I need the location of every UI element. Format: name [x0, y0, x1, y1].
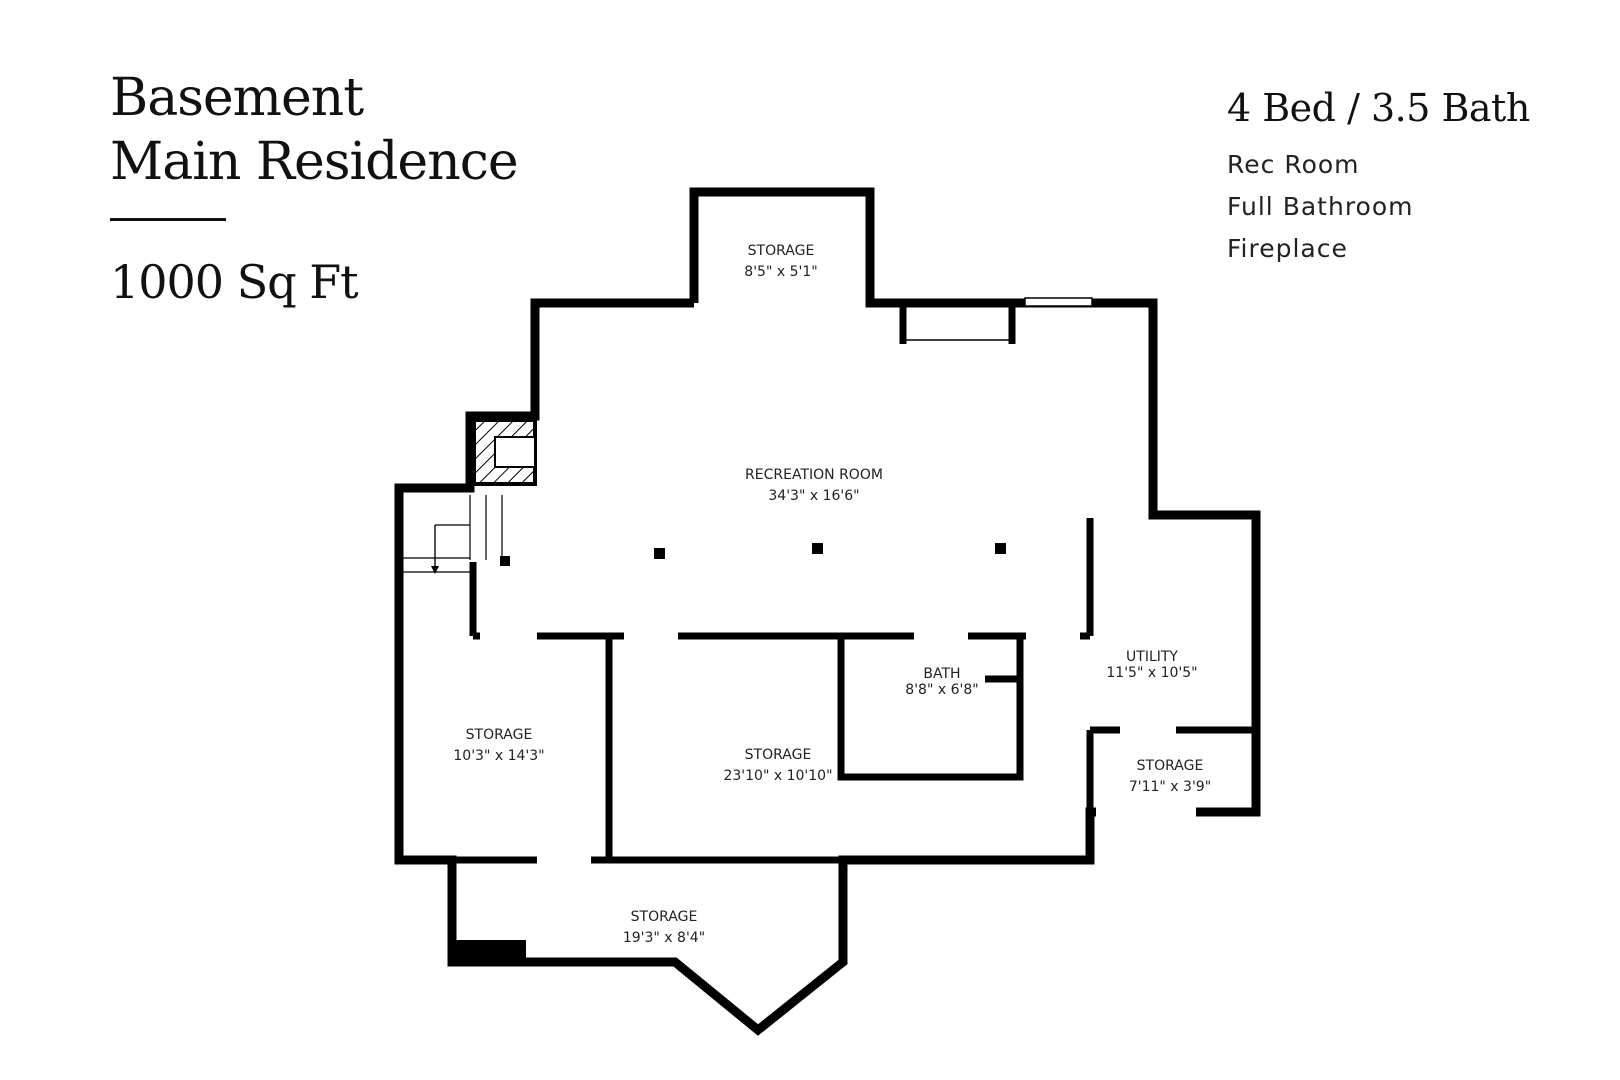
stair-arrow	[431, 566, 439, 574]
windows-and-doors	[757, 297, 1093, 341]
room-name: STORAGE	[466, 727, 533, 743]
stairs	[403, 495, 503, 573]
window	[1024, 297, 1093, 307]
beds-baths: 4 Bed / 3.5 Bath	[1227, 86, 1530, 130]
feature-item: Rec Room	[1227, 150, 1360, 179]
feature-item: Full Bathroom	[1227, 192, 1414, 221]
feature-list: Rec Room Full Bathroom Fireplace	[1227, 144, 1530, 270]
room-bath: BATH 8'8" x 6'8"	[905, 666, 978, 698]
room-storage-left: STORAGE 10'3" x 14'3"	[453, 727, 544, 764]
room-storage-center: STORAGE 23'10" x 10'10"	[723, 747, 832, 784]
residence-title: Main Residence	[110, 132, 519, 192]
room-name: BATH	[923, 666, 960, 682]
room-recreation: RECREATION ROOM 34'3" x 16'6"	[745, 467, 883, 504]
room-size: 8'8" x 6'8"	[905, 682, 978, 698]
square-footage: 1000 Sq Ft	[110, 255, 359, 309]
room-size: 19'3" x 8'4"	[623, 930, 705, 946]
room-size: 7'11" x 3'9"	[1129, 779, 1211, 795]
room-name: STORAGE	[748, 243, 815, 259]
title-divider	[110, 218, 226, 221]
fireplace-hearth	[494, 436, 536, 468]
room-size: 10'3" x 14'3"	[453, 748, 544, 764]
room-name: STORAGE	[1137, 758, 1204, 774]
room-size: 8'5" x 5'1"	[744, 264, 817, 280]
room-name: STORAGE	[631, 909, 698, 925]
floor-title: Basement	[110, 68, 364, 128]
feature-item: Fireplace	[1227, 234, 1348, 263]
room-size: 23'10" x 10'10"	[723, 768, 832, 784]
support-columns	[500, 543, 1006, 566]
room-size: 11'5" x 10'5"	[1106, 665, 1197, 681]
room-name: RECREATION ROOM	[745, 467, 883, 483]
room-utility: UTILITY 11'5" x 10'5"	[1106, 649, 1197, 681]
outer-walls	[394, 187, 1261, 1036]
interior-walls	[399, 303, 1256, 864]
storage-block	[452, 940, 526, 964]
room-storage-bottom: STORAGE 19'3" x 8'4"	[623, 909, 705, 946]
room-storage-top: STORAGE 8'5" x 5'1"	[744, 243, 817, 280]
room-name: STORAGE	[745, 747, 812, 763]
room-name: UTILITY	[1126, 649, 1178, 665]
title-block: Basement Main Residence 1000 Sq Ft	[110, 66, 519, 309]
summary-block: 4 Bed / 3.5 Bath Rec Room Full Bathroom …	[1227, 86, 1530, 270]
room-size: 34'3" x 16'6"	[768, 488, 859, 504]
room-storage-small: STORAGE 7'11" x 3'9"	[1129, 758, 1211, 795]
